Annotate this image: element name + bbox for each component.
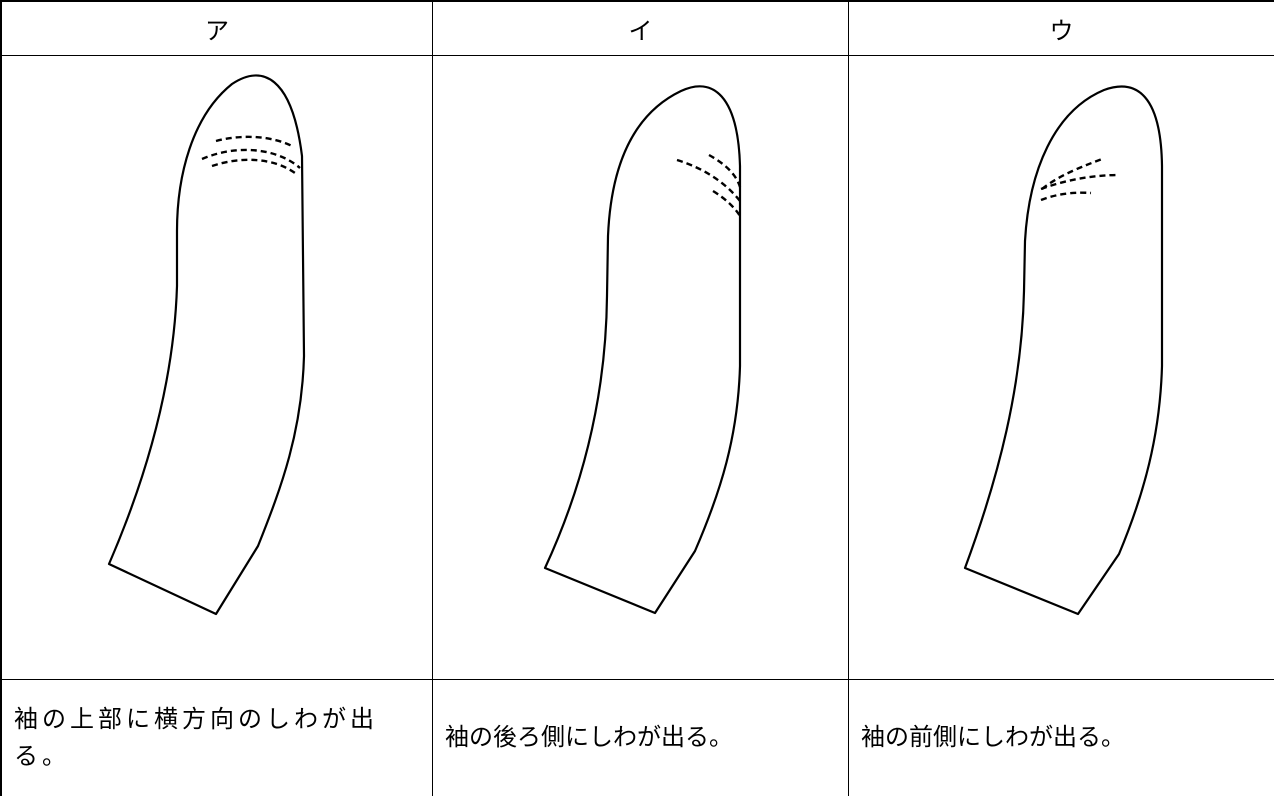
table-divider-description [0, 679, 1274, 680]
table-column-divider-2 [848, 0, 849, 796]
sleeve-figure-a [107, 74, 306, 616]
dashed-wrinkle-icon [1040, 157, 1120, 202]
dashed-wrinkle-icon [676, 153, 742, 217]
table-border-top [0, 0, 1274, 2]
sleeve-outline-icon [963, 85, 1164, 616]
description-i: 袖の後ろ側にしわが出る。 [445, 723, 733, 752]
sleeve-figure-u [963, 85, 1164, 616]
table-column-divider-1 [432, 0, 433, 796]
sleeve-figure-i [543, 85, 742, 615]
description-a: 袖の上部に横方向のしわが出る。 [14, 704, 378, 770]
column-header-i: イ [628, 17, 653, 45]
sleeve-outline-icon [543, 85, 742, 615]
column-header-u: ウ [1049, 17, 1074, 45]
sleeve-outline-icon [107, 74, 306, 616]
table-divider-header [0, 55, 1274, 56]
dashed-wrinkle-icon [201, 135, 301, 174]
column-header-a: ア [205, 17, 229, 45]
description-u: 袖の前側にしわが出る。 [861, 723, 1125, 752]
table-border-left [0, 0, 2, 796]
